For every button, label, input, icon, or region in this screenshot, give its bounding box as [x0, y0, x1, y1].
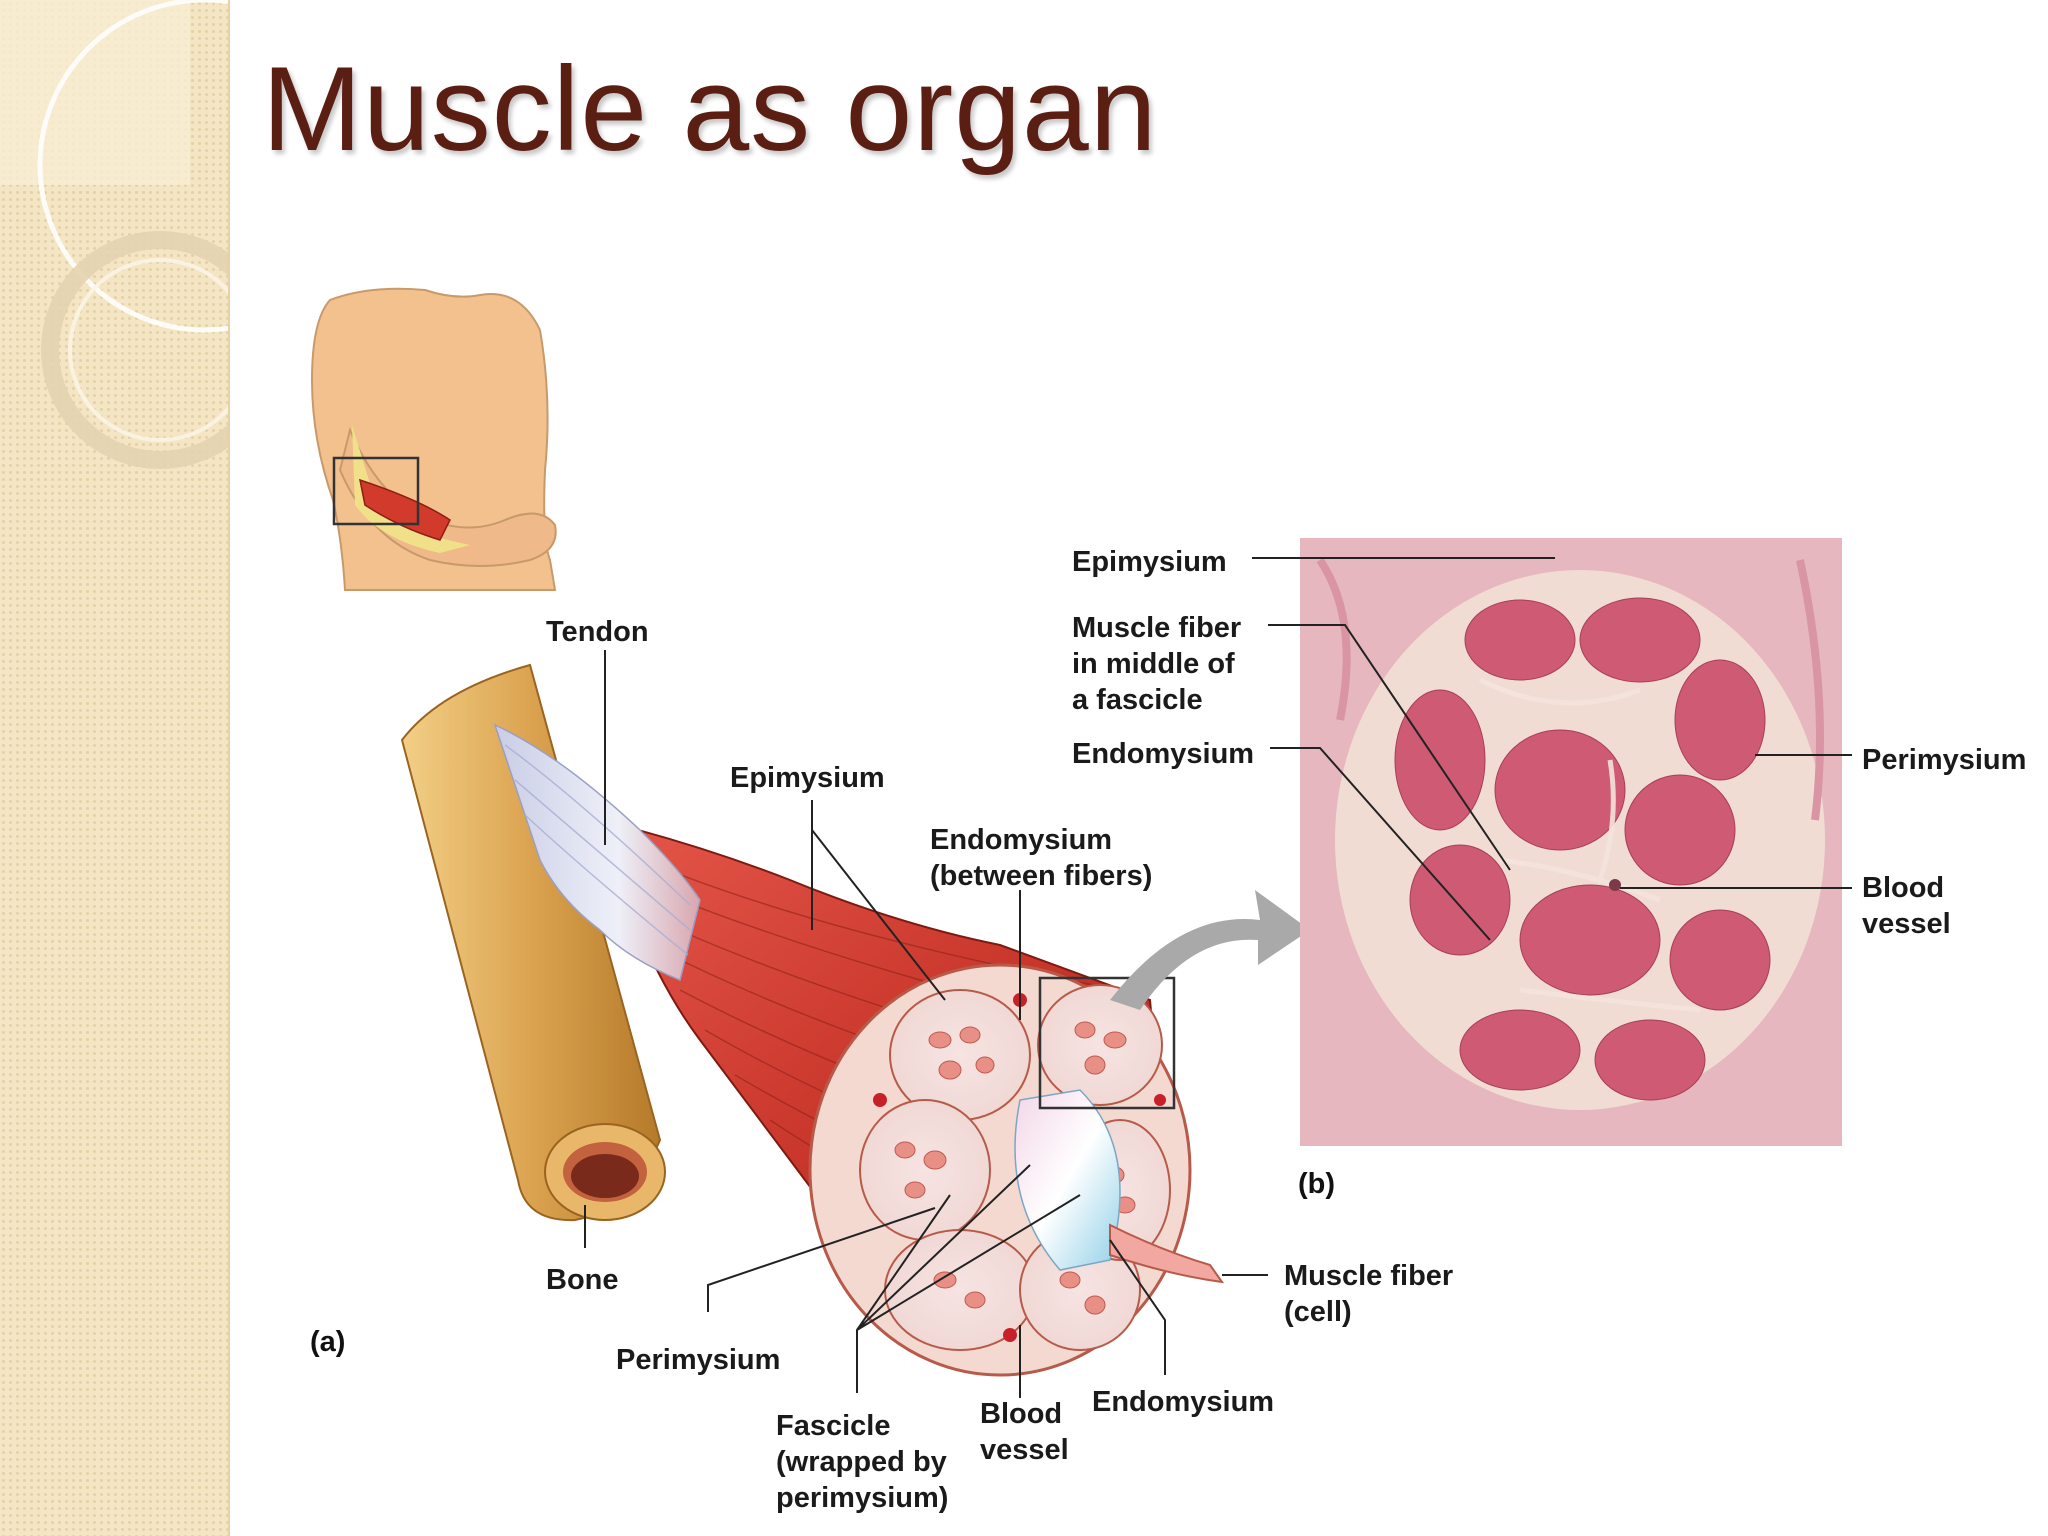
label-muscle-fiber-cell: Muscle fiber (cell) — [1284, 1260, 1454, 1328]
label-epimysium-a: Epimysium — [730, 762, 885, 794]
label-blood-vessel-a: Blood vessel — [980, 1398, 1069, 1466]
torso-thumbnail — [310, 287, 557, 591]
tendon — [493, 723, 701, 982]
label-bone: Bone — [546, 1264, 619, 1296]
zoom-arrow — [1110, 890, 1310, 1010]
label-endomysium-a: Endomysium — [1092, 1386, 1275, 1418]
slide-title: Muscle as organ — [262, 42, 1158, 176]
label-endomysium-between: Endomysium (between fibers) — [930, 824, 1153, 892]
label-epimysium-b: Epimysium — [1072, 546, 1227, 578]
label-fascicle: Fascicle (wrapped by perimysium) — [776, 1410, 949, 1514]
label-endomysium-b: Endomysium — [1072, 738, 1255, 770]
leader-lines — [584, 557, 1852, 1398]
label-perimysium-a: Perimysium — [616, 1344, 781, 1376]
label-perimysium-b: Perimysium — [1862, 744, 2027, 776]
micrograph — [1300, 538, 1842, 1146]
cross-section — [808, 963, 1225, 1377]
label-blood-vessel-b: Blood vessel — [1862, 872, 1951, 940]
panel-a-tag: (a) — [310, 1326, 346, 1358]
decorative-sidebar — [0, 0, 230, 1536]
bone — [400, 663, 666, 1222]
label-muscle-fiber-middle: Muscle fiber in middle of a fascicle — [1072, 612, 1242, 716]
panel-b-tag: (b) — [1298, 1168, 1336, 1200]
decorative-rings — [0, 0, 228, 469]
label-tendon: Tendon — [546, 616, 649, 648]
